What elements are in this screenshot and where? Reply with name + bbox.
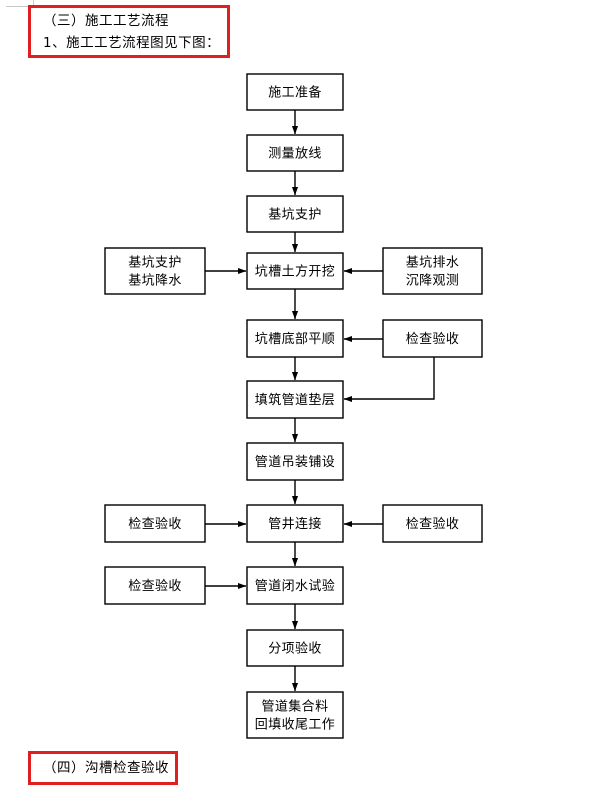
flow-node-box bbox=[104, 504, 206, 543]
flow-node[interactable]: 检查验收 bbox=[104, 504, 206, 543]
flow-node[interactable]: 检查验收 bbox=[382, 319, 483, 358]
flow-node-label: 基坑降水 bbox=[128, 274, 182, 289]
flow-node-label: 管井连接 bbox=[268, 516, 322, 532]
flow-node-box bbox=[382, 247, 483, 295]
flow-node-label: 填筑管道垫层 bbox=[255, 392, 335, 408]
flow-node[interactable]: 管井连接 bbox=[246, 504, 344, 543]
flow-node-label: 回填收尾工作 bbox=[255, 718, 335, 733]
flow-node-label: 施工准备 bbox=[268, 85, 322, 101]
flow-node-box bbox=[246, 566, 344, 605]
flow-node-box bbox=[246, 442, 344, 481]
flow-node-label: 测量放线 bbox=[268, 147, 322, 162]
footer-highlight-box: （四）沟槽检查验收 bbox=[28, 751, 178, 785]
flow-node[interactable]: 施工准备 bbox=[246, 73, 344, 111]
flow-node-box bbox=[104, 566, 206, 605]
flow-node-label: 基坑排水 bbox=[406, 256, 460, 271]
flow-node-label: 检查验收 bbox=[128, 516, 182, 532]
flow-node[interactable]: 分项验收 bbox=[246, 629, 344, 667]
flow-node[interactable]: 管道吊装铺设 bbox=[246, 442, 344, 481]
heading-line-2: 1、施工工艺流程图见下图： bbox=[43, 34, 221, 51]
flow-node-label: 分项验收 bbox=[268, 641, 322, 657]
flow-node-box bbox=[246, 195, 344, 233]
flow-node-box bbox=[246, 134, 344, 172]
flow-node-box bbox=[246, 629, 344, 667]
flowchart-edge-layer bbox=[205, 110, 435, 692]
flow-node-box bbox=[246, 252, 344, 290]
flow-node-label: 管道吊装铺设 bbox=[255, 455, 335, 470]
flow-node-label: 检查验收 bbox=[406, 331, 460, 347]
footer-line-1: （四）沟槽检查验收 bbox=[43, 760, 169, 776]
flow-node[interactable]: 基坑支护 bbox=[246, 195, 344, 233]
flow-node-box bbox=[246, 73, 344, 111]
flow-node-box bbox=[382, 319, 483, 358]
flow-node-label: 沉降观测 bbox=[406, 274, 460, 289]
heading-highlight-box: （三）施工工艺流程 1、施工工艺流程图见下图： bbox=[28, 5, 230, 58]
flow-node-label: 管道闭水试验 bbox=[255, 578, 335, 594]
flow-node-label: 检查验收 bbox=[406, 516, 460, 532]
flow-node[interactable]: 测量放线 bbox=[246, 134, 344, 172]
flow-node-label: 基坑支护 bbox=[128, 256, 182, 271]
flow-node-label: 坑槽土方开挖 bbox=[255, 264, 335, 280]
flow-node[interactable]: 坑槽土方开挖 bbox=[246, 252, 344, 290]
page-margin-mark-horizontal bbox=[6, 6, 34, 7]
flow-node[interactable]: 填筑管道垫层 bbox=[246, 380, 344, 419]
flowchart-node-layer: 施工准备测量放线基坑支护坑槽土方开挖坑槽底部平顺填筑管道垫层管道吊装铺设管井连接… bbox=[104, 73, 483, 739]
flow-node-box bbox=[246, 319, 344, 358]
flow-node-label: 坑槽底部平顺 bbox=[255, 331, 335, 347]
flow-node-label: 基坑支护 bbox=[268, 208, 322, 223]
flow-node-box bbox=[104, 247, 206, 295]
flow-node[interactable]: 检查验收 bbox=[382, 504, 483, 543]
flow-node-box bbox=[246, 691, 344, 739]
flow-node-box bbox=[246, 380, 344, 419]
flow-edge bbox=[343, 357, 435, 403]
flow-node-box bbox=[382, 504, 483, 543]
flow-node-label: 管道集合料 bbox=[261, 699, 328, 715]
flow-node[interactable]: 管道闭水试验 bbox=[246, 566, 344, 605]
flow-node-box bbox=[246, 504, 344, 543]
flow-node[interactable]: 坑槽底部平顺 bbox=[246, 319, 344, 358]
flow-node-label: 检查验收 bbox=[128, 578, 182, 594]
flow-node[interactable]: 检查验收 bbox=[104, 566, 206, 605]
heading-line-1: （三）施工工艺流程 bbox=[43, 12, 169, 29]
